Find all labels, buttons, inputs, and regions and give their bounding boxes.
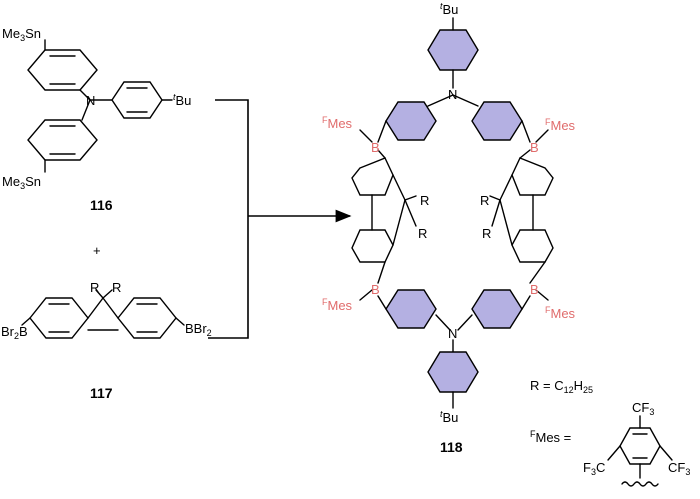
fluorene-ring — [511, 229, 554, 263]
tbu-label-bottom: tBu — [440, 409, 458, 425]
fmes-label: FMes — [545, 305, 576, 321]
compound-number-118: 118 — [440, 439, 463, 455]
compound-116: Me3Sn N tBu Me3Sn 116 — [2, 26, 191, 213]
r-label: R — [480, 193, 489, 208]
fmes-label: FMes — [322, 115, 353, 131]
sn-label-top: Me3Sn — [2, 26, 41, 43]
bbr2-label-left: Br2B — [1, 324, 28, 341]
compound-number-116: 116 — [90, 197, 113, 213]
phenyl-ring-bottom — [427, 351, 479, 393]
phenyl-ring-lower-left — [385, 289, 437, 329]
phenyl-ring-lower-right — [471, 289, 523, 329]
sn-label-bottom: Me3Sn — [2, 174, 41, 191]
fmes-definition: FMes = CF3 F3C CF3 — [530, 400, 690, 487]
boron-label: B — [530, 140, 539, 155]
boron-label: B — [371, 282, 380, 297]
tbu-label: tBu — [173, 92, 191, 108]
fluorene-ring — [351, 229, 394, 263]
phenyl-ring-upper-left — [385, 101, 437, 141]
nitrogen-label-bottom: N — [448, 326, 457, 341]
fmes-label: FMes — [545, 117, 576, 133]
compound-number-117: 117 — [90, 385, 113, 401]
reaction-arrow — [208, 99, 352, 339]
r-label: R — [418, 226, 427, 241]
wavy-bond — [621, 481, 659, 487]
phenyl-ring — [27, 119, 98, 161]
nitrogen-label-top: N — [448, 87, 457, 102]
cf3-label-right: CF3 — [668, 460, 690, 477]
boron-label: B — [371, 140, 380, 155]
fmes-definition-label: FMes = — [530, 429, 571, 445]
fluorene-ring — [351, 157, 394, 196]
fluorene-ring — [511, 157, 554, 196]
boron-label: B — [530, 282, 539, 297]
fmes-label: FMes — [322, 297, 353, 313]
r-label: R — [420, 193, 429, 208]
phenyl-ring-top — [427, 29, 479, 71]
compound-117: R R Br2B BBr2 117 — [1, 280, 212, 401]
compound-118: tBu N B B B B FMes FMes FMes FMes R R R … — [322, 1, 576, 455]
cf3-label-top: CF3 — [632, 400, 654, 417]
r-label-left: R — [90, 280, 99, 295]
r-label: R — [482, 226, 491, 241]
r-label-right: R — [112, 280, 121, 295]
nitrogen-label: N — [86, 93, 95, 108]
phenyl-ring-upper-right — [471, 101, 523, 141]
bbr2-label-right: BBr2 — [185, 321, 212, 338]
cf3-label-left: F3C — [583, 460, 605, 477]
plus-sign: + — [93, 243, 101, 258]
tbu-label-top: tBu — [440, 1, 458, 17]
r-definition: R = C12H25 — [530, 378, 593, 395]
